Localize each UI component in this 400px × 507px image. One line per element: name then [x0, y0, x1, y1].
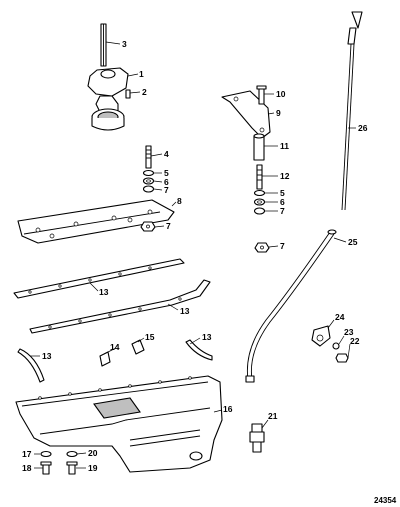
callout-20: 20 [88, 448, 98, 458]
callout-22: 22 [350, 336, 360, 346]
callout-16: 16 [223, 404, 233, 414]
callout-5a: 5 [164, 168, 169, 178]
callout-6a: 6 [164, 177, 169, 187]
callout-7d: 7 [280, 241, 285, 251]
clip-15 [131, 339, 145, 355]
spacer [253, 133, 265, 161]
front-seal-right [185, 339, 213, 361]
callout-13a: 13 [99, 287, 109, 297]
callout-26: 26 [358, 123, 368, 133]
callout-12: 12 [280, 171, 290, 181]
callout-7a: 7 [164, 185, 169, 195]
washer-stack-left [142, 169, 155, 193]
dipstick-tube [245, 229, 337, 383]
dipstick [341, 11, 363, 211]
pan-stud [145, 145, 152, 169]
pan-gasket-left [13, 258, 185, 299]
tube-clip [311, 325, 331, 347]
loose-nut [254, 242, 270, 253]
leader-lines [30, 41, 356, 469]
callout-8: 8 [177, 196, 182, 206]
stud-right [256, 164, 263, 190]
callout-7b: 7 [166, 221, 171, 231]
oil-pump [87, 67, 129, 131]
callout-labels: 1 2 3 4 5 6 7 8 7 10 9 11 12 5 6 7 7 13 … [22, 39, 368, 473]
callout-11: 11 [280, 141, 289, 151]
callout-6b: 6 [280, 197, 285, 207]
callout-13c: 13 [202, 332, 212, 342]
callout-15: 15 [145, 332, 155, 342]
callout-24: 24 [335, 312, 345, 322]
drain-plug [66, 461, 78, 475]
drain-washer [40, 450, 52, 458]
pan-gasket-right [29, 279, 211, 334]
callout-3: 3 [122, 39, 127, 49]
callout-5b: 5 [280, 188, 285, 198]
callout-9: 9 [276, 108, 281, 118]
callout-14: 14 [110, 342, 120, 352]
callout-13d: 13 [42, 351, 52, 361]
oil-pan [15, 375, 223, 473]
callout-19: 19 [88, 463, 98, 473]
bracket-bolt [256, 85, 267, 105]
callout-10: 10 [276, 89, 286, 99]
callout-17: 17 [22, 449, 32, 459]
callout-1: 1 [139, 69, 144, 79]
callout-23: 23 [344, 327, 354, 337]
callout-21: 21 [268, 411, 278, 421]
tube-fitting [249, 423, 265, 453]
clip-bolt [332, 342, 349, 363]
washer-stack-right [253, 189, 266, 215]
drain-plug-washer [66, 450, 78, 458]
oil-pump-pin [125, 89, 131, 99]
figure-number: 24354 [374, 496, 397, 505]
bracket [221, 90, 271, 139]
callout-13b: 13 [180, 306, 190, 316]
rear-seal-left [17, 348, 45, 383]
windage-tray [17, 199, 175, 244]
clip-14 [99, 351, 111, 367]
callout-2: 2 [142, 87, 147, 97]
callout-25: 25 [348, 237, 358, 247]
callout-4: 4 [164, 149, 169, 159]
callout-18: 18 [22, 463, 32, 473]
callout-7c: 7 [280, 206, 285, 216]
tray-nut [140, 221, 156, 232]
oil-pump-shaft [100, 23, 107, 67]
